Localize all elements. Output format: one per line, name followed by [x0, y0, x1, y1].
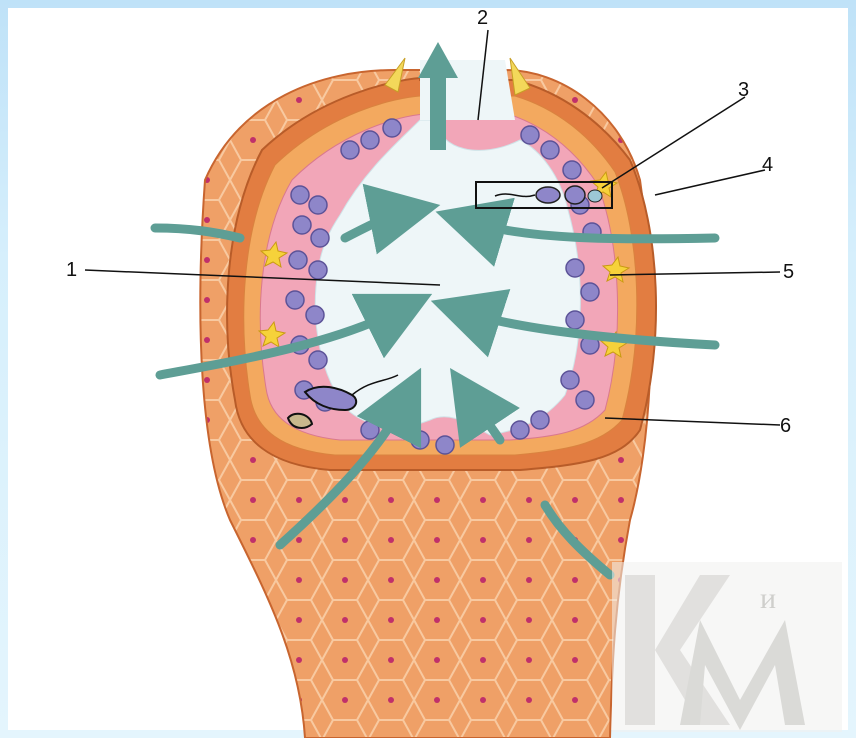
svg-text:и: и	[760, 582, 776, 615]
callout-3: 3	[738, 80, 749, 100]
callout-1: 1	[66, 260, 77, 280]
callout-6: 6	[780, 416, 791, 436]
callout-5: 5	[783, 262, 794, 282]
watermark-logo: и	[612, 562, 842, 732]
callout-2: 2	[477, 8, 488, 28]
callout-4: 4	[762, 155, 773, 175]
